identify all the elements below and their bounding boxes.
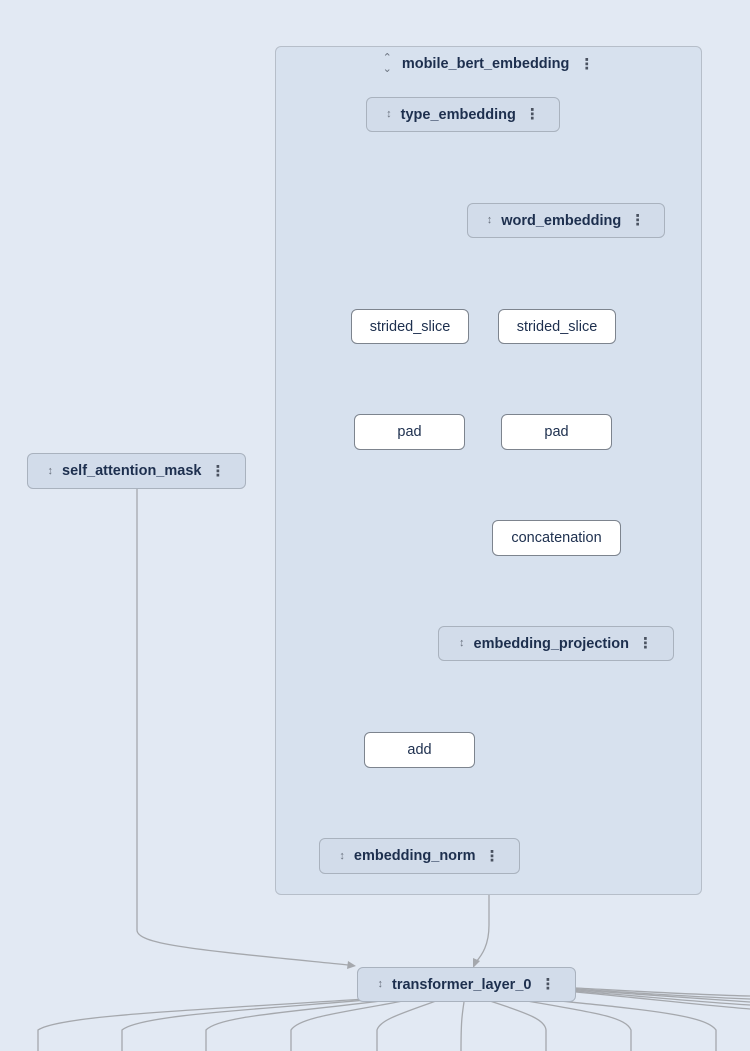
node-label: add: [407, 742, 432, 758]
expand-icon[interactable]: ↕: [459, 637, 465, 649]
edge-out: [37, 997, 381, 1051]
group-header[interactable]: ⌃⌄ mobile_bert_embedding ⋮: [275, 52, 702, 76]
edge-out: [290, 997, 419, 1051]
more-vertical-icon[interactable]: ⋮: [540, 976, 556, 993]
more-vertical-icon[interactable]: ⋮: [638, 635, 653, 652]
more-vertical-icon[interactable]: ⋮: [484, 847, 500, 865]
group-label: mobile_bert_embedding: [401, 56, 570, 72]
edge-out: [575, 988, 750, 1000]
node-type-embedding[interactable]: ↕ type_embedding ⋮: [366, 97, 560, 132]
more-vertical-icon[interactable]: ⋮: [210, 462, 226, 480]
node-label: self_attention_mask: [62, 463, 202, 479]
edge-out: [205, 997, 405, 1051]
node-label: strided_slice: [516, 318, 598, 335]
node-transformer-layer-0[interactable]: ↕ transformer_layer_0 ⋮: [357, 967, 576, 1002]
node-concatenation[interactable]: concatenation: [492, 520, 621, 556]
group-mobile-bert-embedding[interactable]: [275, 46, 702, 895]
node-strided-slice[interactable]: strided_slice: [351, 309, 469, 344]
expand-icon[interactable]: ↕: [47, 464, 54, 477]
edge-out: [575, 991, 750, 1010]
edge-out: [121, 997, 393, 1051]
edge-out: [376, 1000, 437, 1051]
node-self-attention-mask[interactable]: ↕ self_attention_mask ⋮: [27, 453, 246, 489]
node-label: pad: [397, 424, 422, 440]
node-strided-slice[interactable]: strided_slice: [498, 309, 616, 344]
node-label: transformer_layer_0: [392, 976, 532, 993]
edge-out: [575, 989, 750, 1003]
expand-icon[interactable]: ↕: [486, 214, 493, 226]
node-word-embedding[interactable]: ↕ word_embedding ⋮: [467, 203, 665, 238]
node-label: pad: [544, 424, 569, 440]
expand-icon[interactable]: ↕: [339, 849, 345, 862]
edge-out: [509, 997, 632, 1051]
edge-out: [489, 1000, 547, 1051]
node-label: embedding_projection: [473, 635, 630, 652]
more-vertical-icon[interactable]: ⋮: [630, 212, 646, 229]
edge-out: [460, 1001, 465, 1051]
node-label: concatenation: [511, 530, 602, 546]
more-vertical-icon[interactable]: ⋮: [579, 55, 595, 73]
edge-out: [529, 997, 717, 1051]
node-label: strided_slice: [369, 318, 451, 335]
edge-out: [575, 990, 750, 1006]
expand-icon[interactable]: ↕: [386, 108, 392, 120]
node-pad[interactable]: pad: [354, 414, 465, 450]
edge-mask-to-transformer: [136, 489, 349, 966]
edge-group-to-transformer: [475, 895, 490, 963]
edge-out: [575, 987, 750, 997]
node-label: type_embedding: [400, 106, 516, 123]
collapse-icon[interactable]: ⌃⌄: [382, 52, 392, 75]
more-vertical-icon[interactable]: ⋮: [524, 106, 540, 123]
edge-arrow: [473, 958, 480, 968]
node-label: embedding_norm: [353, 848, 476, 864]
edge-arrow: [347, 961, 356, 969]
node-add[interactable]: add: [364, 732, 475, 768]
expand-icon[interactable]: ↕: [377, 978, 384, 990]
node-embedding-norm[interactable]: ↕ embedding_norm ⋮: [319, 838, 520, 874]
node-label: word_embedding: [501, 212, 622, 229]
node-pad[interactable]: pad: [501, 414, 612, 450]
node-embedding-projection[interactable]: ↕ embedding_projection ⋮: [438, 626, 674, 661]
